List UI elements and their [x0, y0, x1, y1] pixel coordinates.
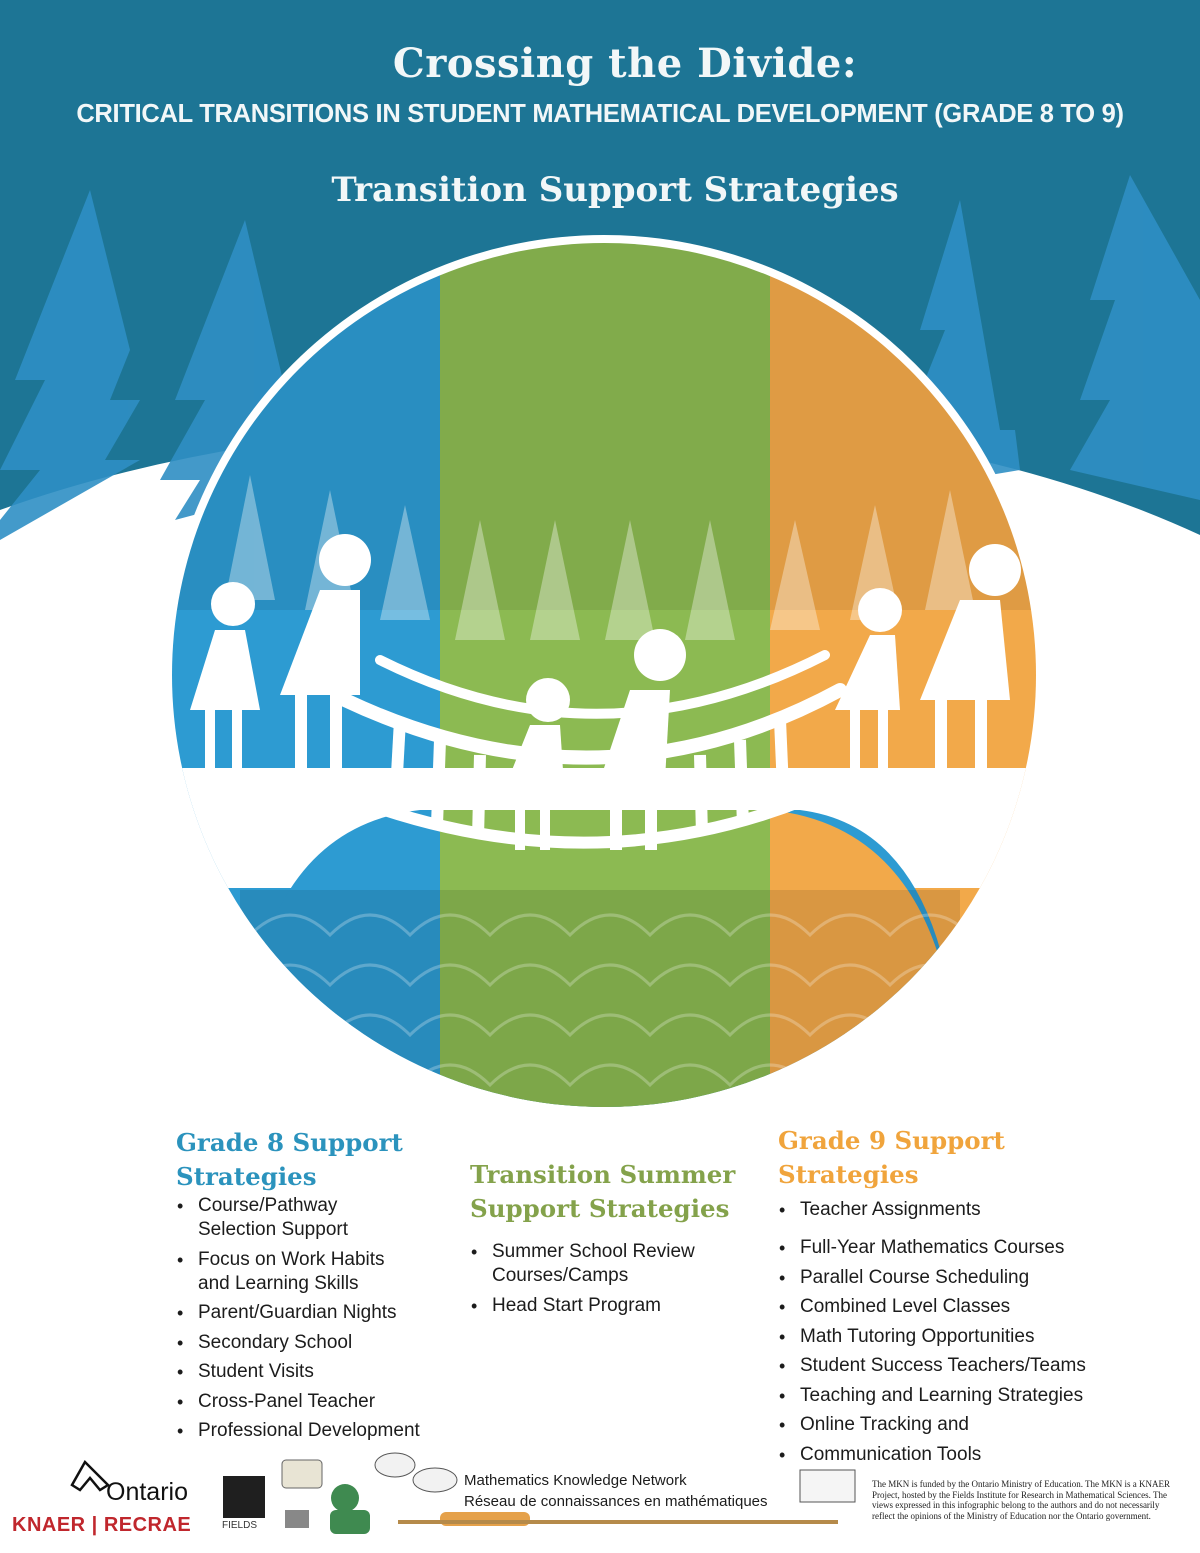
list-item: Combined Level Classes — [778, 1295, 1098, 1319]
summer-column: Transition Summer Support Strategies Sum… — [470, 1158, 760, 1324]
list-item: Head Start Program — [470, 1294, 760, 1318]
grade9-heading-line: Grade 9 Support — [778, 1126, 1005, 1155]
grade9-column: Grade 9 Support Strategies Teacher Assig… — [778, 1124, 1098, 1472]
list-item: Student Visits — [176, 1360, 446, 1384]
list-item-text: Secondary School — [198, 1331, 353, 1353]
list-item-text: Professional Development — [198, 1420, 420, 1441]
figures — [190, 534, 1021, 850]
list-item: Professional Development — [176, 1419, 446, 1443]
list-item: Teaching and Learning Strategies — [778, 1384, 1098, 1408]
list-item: Teacher Assignments — [778, 1198, 1098, 1222]
list-item-text: Online Tracking and — [800, 1414, 969, 1435]
grade8-heading-line: Grade 8 Support — [176, 1128, 403, 1157]
funding-disclaimer: The MKN is funded by the Ontario Ministr… — [872, 1479, 1171, 1521]
ontario-logo-text: Ontario — [106, 1478, 188, 1506]
summer-heading-line: Transition Summer — [470, 1160, 736, 1189]
list-item: Math Tutoring Opportunities — [778, 1325, 1098, 1349]
list-item-text: Student Success Teachers/Teams — [800, 1355, 1086, 1376]
list-item-text: Math Tutoring Opportunities — [800, 1325, 1035, 1347]
grade9-heading-line: Strategies — [778, 1160, 919, 1189]
list-item: Secondary School — [176, 1331, 446, 1355]
grade8-column: Grade 8 Support Strategies Course/Pathwa… — [176, 1126, 446, 1449]
list-item-text: Parallel Course Scheduling — [800, 1266, 1030, 1288]
list-item-text: Communication Tools — [800, 1443, 982, 1465]
list-item-text: Courses/Camps — [492, 1265, 629, 1286]
grade8-heading: Grade 8 Support Strategies — [176, 1126, 446, 1194]
list-item-text: Full-Year Mathematics Courses — [800, 1237, 1065, 1258]
footer-logos — [70, 1452, 856, 1534]
list-item-text: Student Visits — [198, 1361, 314, 1382]
list-item-text: Summer School Review — [492, 1241, 695, 1262]
illustration-circle — [172, 243, 1036, 1107]
fields-logo-text: FIELDS — [222, 1520, 258, 1531]
list-item-text: Cross-Panel Teacher — [198, 1390, 376, 1412]
summer-heading-line: Support Strategies — [470, 1194, 730, 1223]
list-item-text: and Learning Skills — [198, 1272, 359, 1294]
grade8-heading-line: Strategies — [176, 1162, 317, 1191]
list-item: Online Tracking and — [778, 1413, 1098, 1437]
list-item: Full-Year Mathematics Courses — [778, 1236, 1098, 1260]
bridge-slats — [389, 719, 790, 839]
grade9-list: Teacher Assignments Full-Year Mathematic… — [778, 1198, 1098, 1467]
trillium-icon — [70, 1459, 110, 1492]
list-item: Cross-Panel Teacher — [176, 1390, 446, 1414]
list-item-text: Parent/Guardian Nights — [198, 1302, 397, 1323]
list-item-text: Head Start Program — [492, 1295, 661, 1316]
list-item-text: Course/Pathway — [198, 1195, 338, 1216]
fields-logo — [223, 1476, 265, 1518]
section-title: Transition Support Strategies — [331, 170, 899, 210]
list-item-text: Focus on Work Habits — [198, 1248, 385, 1270]
list-item: Parallel Course Scheduling — [778, 1266, 1098, 1290]
list-item-text: Selection Support — [198, 1219, 348, 1240]
mkn-name-french: Réseau de connaissances en mathématiques — [464, 1493, 768, 1510]
grade9-heading: Grade 9 Support Strategies — [778, 1124, 1098, 1192]
list-item: Student Success Teachers/Teams — [778, 1354, 1098, 1378]
mkn-name-english: Mathematics Knowledge Network — [464, 1472, 687, 1489]
list-item-text: Teacher Assignments — [800, 1199, 981, 1220]
list-item-text: Teaching and Learning Strategies — [800, 1384, 1084, 1406]
list-item-text: Combined Level Classes — [800, 1296, 1011, 1317]
page-subtitle: CRITICAL TRANSITIONS IN STUDENT MATHEMAT… — [76, 100, 1124, 128]
summer-heading: Transition Summer Support Strategies — [470, 1158, 760, 1226]
list-item: Parent/Guardian Nights — [176, 1301, 446, 1325]
list-item: Communication Tools — [778, 1443, 1098, 1467]
knaer-logo-text: KNAER | RECRAE — [12, 1514, 192, 1536]
page-title: Crossing the Divide: — [392, 40, 858, 87]
